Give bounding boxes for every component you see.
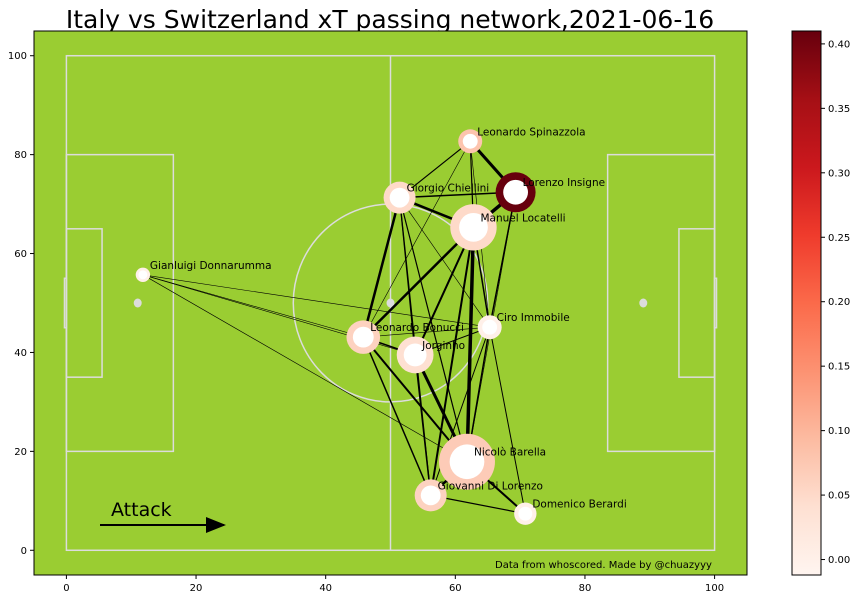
right-penalty-spot [639,298,648,308]
colorbar-tick-label: 0.35 [828,104,850,115]
player-label: Domenico Berardi [532,499,626,511]
y-tick-label: 0 [21,546,27,557]
player-node-core [503,179,528,205]
x-tick-label: 60 [449,583,462,594]
pass-edge [414,226,475,356]
player-node-core [518,506,533,521]
player-node-core [482,319,498,335]
colorbar-tick-label: 0.00 [828,555,850,566]
attack-label: Attack [111,499,172,521]
player-node-core [138,270,148,280]
player-label: Lorenzo Insigne [523,177,605,189]
player-label: Giovanni Di Lorenzo [438,480,543,492]
center-spot [386,298,395,308]
player-node-core [449,444,485,480]
colorbar-ticks: 0.00 0.05 0.10 0.15 0.20 0.25 0.30 0.35 0.40 [821,39,850,566]
pass-edge [429,226,475,497]
left-penalty-spot [133,298,142,308]
colorbar-tick-label: 0.15 [828,362,850,373]
pass-edge [399,197,490,328]
player-labels: Gianluigi Donnarumma Leonardo SpinazzolaL… [150,126,627,510]
pass-edge [362,226,475,339]
pass-edge [414,354,432,497]
player-node-core [389,187,410,208]
colorbar [791,30,822,576]
axis-ticks: 0 20 40 60 80 100 0 20 40 60 80 100 [8,51,724,594]
player-node-core [352,326,374,348]
player-node-core [462,133,478,149]
player-label: Gianluigi Donnarumma [150,260,272,272]
pass-edge [430,494,526,515]
colorbar-tick-label: 0.25 [828,233,850,244]
pass-edge [489,326,526,515]
y-tick-label: 60 [14,249,27,260]
colorbar-tick-label: 0.40 [828,39,850,50]
player-label: Leonardo Bonucci [370,322,464,334]
player-node-core [459,212,488,242]
pass-edge [142,274,364,338]
x-tick-label: 80 [579,583,592,594]
y-tick-label: 100 [8,51,27,62]
pass-edge [362,336,432,497]
colorbar-tick-label: 0.10 [828,426,850,437]
player-label: Ciro Immobile [497,312,570,324]
right-goal [713,277,718,329]
colorbar-tick-label: 0.30 [828,168,850,179]
chart-title: Italy vs Switzerland xT passing network,… [66,5,714,34]
pass-edge [465,225,476,464]
player-label: Manuel Locatelli [480,212,565,224]
y-tick-label: 20 [14,447,27,458]
pass-edge [362,140,471,338]
x-tick-label: 40 [319,583,332,594]
colorbar-tick-label: 0.05 [828,491,850,502]
pass-edge [362,326,490,338]
player-label: Leonardo Spinazzola [477,126,585,138]
player-node-core [403,343,427,367]
x-tick-label: 20 [190,583,203,594]
player-label: Giorgio Chiellini [407,183,490,195]
pass-edge [142,274,468,463]
player-label: Jorginho [421,340,465,352]
pass-edge [362,196,401,339]
left-goal [63,277,68,329]
y-tick-label: 40 [14,348,27,359]
y-tick-label: 80 [14,150,27,161]
x-tick-label: 0 [63,583,69,594]
pass-edge [398,197,468,463]
x-tick-label: 100 [705,583,724,594]
player-label: Nicolò Barella [474,447,546,459]
player-nodes [135,129,537,525]
credit-text: Data from whoscored. Made by @chuazyyy [495,560,712,571]
player-node-core [420,485,441,506]
colorbar-tick-label: 0.20 [828,297,850,308]
